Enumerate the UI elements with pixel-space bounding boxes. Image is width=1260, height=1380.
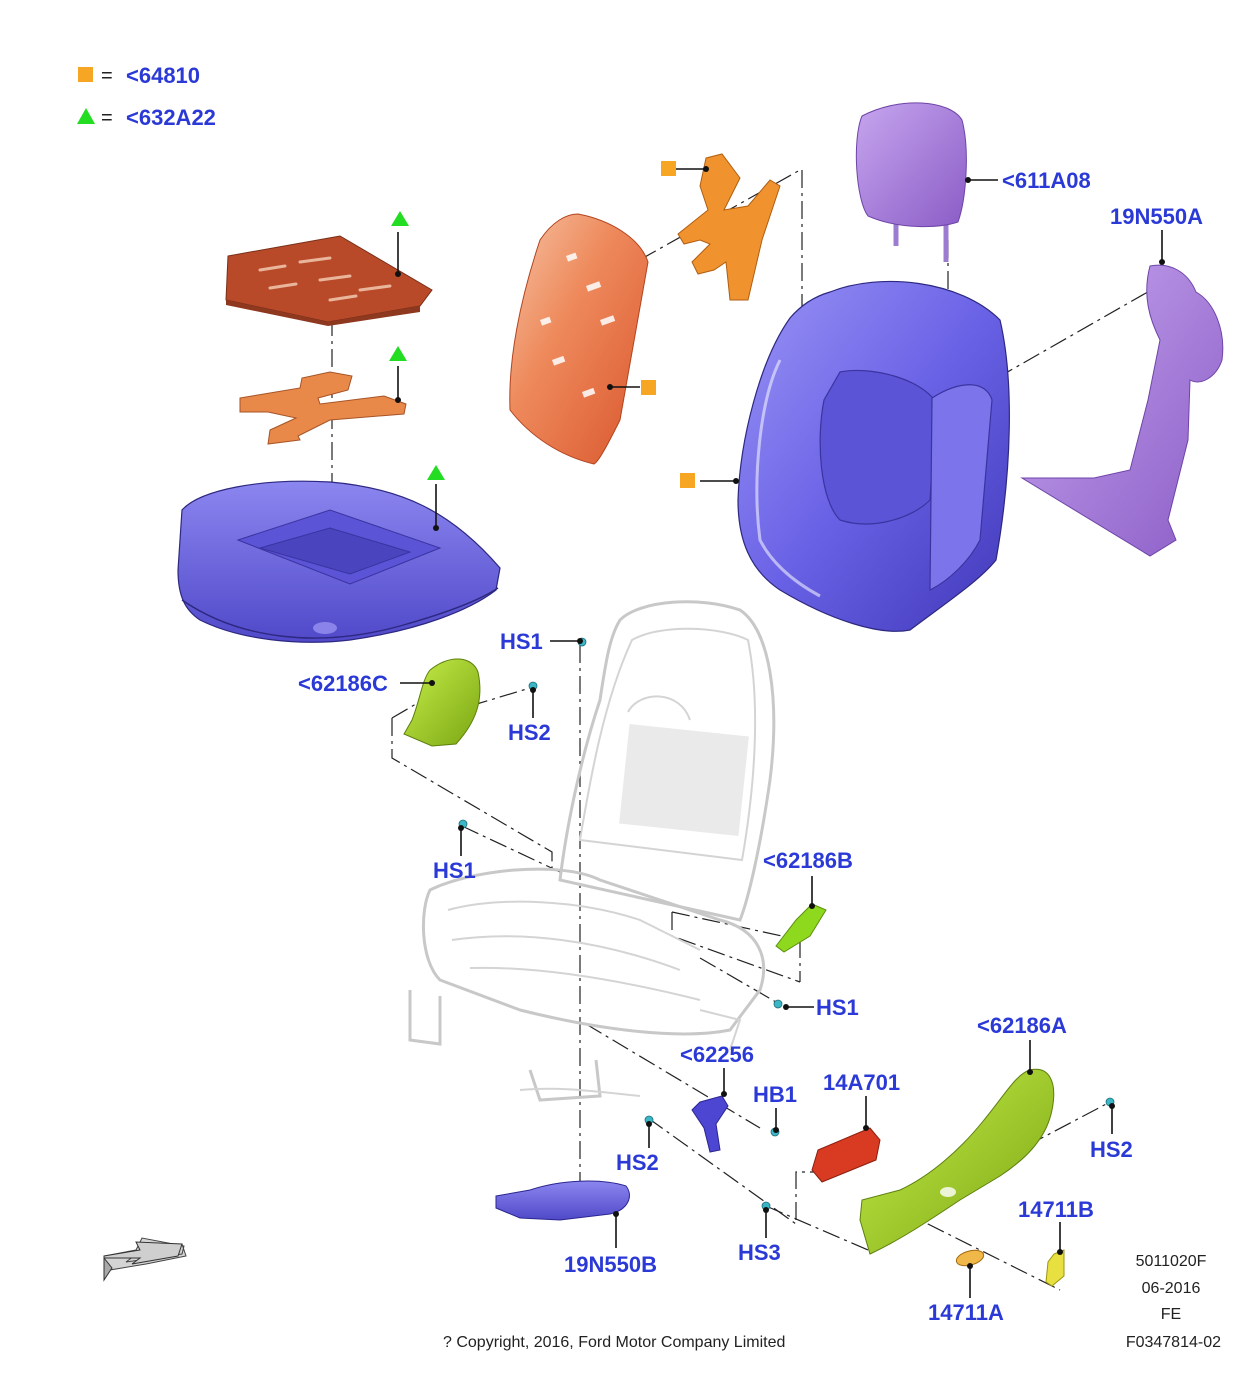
trim-62186b <box>775 903 827 953</box>
cushion-lower-pad <box>239 371 407 445</box>
callout-hs1-left: HS1 <box>433 858 476 883</box>
callout-hs2-bottom: HS2 <box>616 1150 659 1175</box>
square-marker-icon <box>680 473 695 488</box>
seatback-foam <box>737 280 1010 632</box>
legend-code-square: <64810 <box>126 63 200 88</box>
seatback-pad <box>509 213 649 465</box>
callout-harness-top: 19N550A <box>1110 204 1203 229</box>
figure-id: F0347814-02 <box>1126 1334 1221 1351</box>
legend: = <64810 = <632A22 <box>77 63 216 130</box>
legend-code-triangle: <632A22 <box>126 105 216 130</box>
callout-hs1-top: HS1 <box>500 629 543 654</box>
callout-recliner-handle: <62256 <box>680 1042 754 1067</box>
callout-harness-bottom: 19N550B <box>564 1252 657 1277</box>
recliner-handle-62256 <box>691 1095 729 1153</box>
callout-trim-left: <62186C <box>298 671 388 696</box>
callout-labels: <611A08 19N550A HS1 <62186C HS2 HS1 <621… <box>298 168 1203 1325</box>
seat-cushion-foam <box>177 480 501 643</box>
callout-hs2-right: HS2 <box>1090 1137 1133 1162</box>
doc-date: 06-2016 <box>1142 1280 1201 1297</box>
callout-trim-right-small: <62186B <box>763 848 853 873</box>
motor-14a701 <box>811 1127 881 1183</box>
trim-62186a <box>859 1068 1055 1255</box>
seat-frame <box>408 600 776 1102</box>
part-markers <box>389 161 695 488</box>
callout-trim-side-large: <62186A <box>977 1013 1067 1038</box>
seatback-upper-pad <box>677 153 781 301</box>
square-marker-icon <box>78 67 93 82</box>
callout-switch-a: 14711A <box>928 1300 1004 1325</box>
callout-hs1-right: HS1 <box>816 995 859 1020</box>
legend-equals: = <box>101 107 113 129</box>
copyright-text: ? Copyright, 2016, Ford Motor Company Li… <box>443 1334 785 1351</box>
seatback-harness-upper <box>1020 264 1224 557</box>
triangle-marker-icon <box>389 346 407 361</box>
callout-hb1: HB1 <box>753 1082 797 1107</box>
square-marker-icon <box>661 161 676 176</box>
callout-switch-b: 14711B <box>1018 1197 1094 1222</box>
doc-code: 5011020F <box>1136 1253 1207 1270</box>
callout-hs2-left: HS2 <box>508 720 551 745</box>
headrest <box>855 102 967 262</box>
harness-19n550b <box>495 1180 630 1221</box>
legend-equals: = <box>101 65 113 87</box>
callout-motor: 14A701 <box>823 1070 900 1095</box>
callout-headrest: <611A08 <box>1002 168 1091 193</box>
leader-lines <box>395 166 1165 1298</box>
front-arrow-icon <box>103 1237 187 1282</box>
square-marker-icon <box>641 380 656 395</box>
trim-62186c <box>403 658 481 747</box>
triangle-marker-icon <box>77 108 95 124</box>
footer: ? Copyright, 2016, Ford Motor Company Li… <box>443 1253 1221 1351</box>
cushion-top-pad <box>225 235 433 326</box>
triangle-marker-icon <box>391 211 409 226</box>
callout-hs3: HS3 <box>738 1240 781 1265</box>
switch-14711b <box>1045 1249 1065 1287</box>
doc-region: FE <box>1161 1306 1181 1323</box>
triangle-marker-icon <box>427 465 445 480</box>
